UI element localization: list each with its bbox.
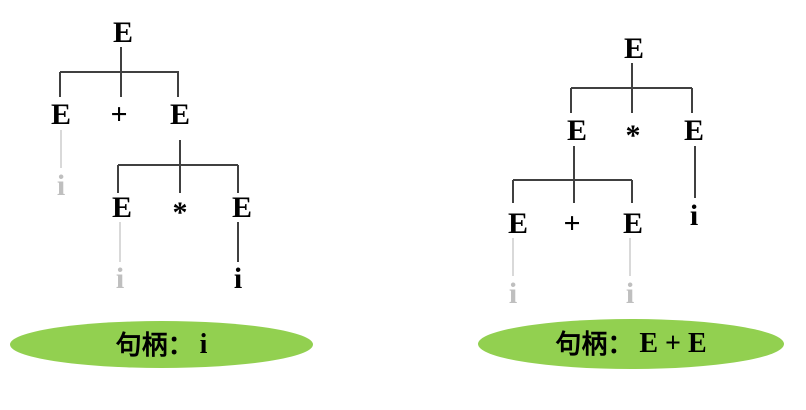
tree-edge xyxy=(571,87,692,89)
handle-label: 句柄： xyxy=(555,329,634,359)
tree-edge xyxy=(117,165,119,193)
right-l2-node-E: E xyxy=(683,114,705,147)
left-l2-op-plus: + xyxy=(110,98,128,131)
right-l2-op-star: * xyxy=(625,119,641,152)
tree-edge xyxy=(59,72,61,97)
tree-edge xyxy=(512,180,514,203)
tree-edge xyxy=(570,88,572,113)
leaf-i: i xyxy=(689,199,699,232)
handle-ellipse-left: 句柄： i xyxy=(10,321,313,368)
handle-ellipse-right: 句柄： E + E xyxy=(478,319,784,369)
tree-edge-muted xyxy=(119,222,121,262)
leaf-i-muted: i xyxy=(56,169,66,202)
tree-edge xyxy=(118,164,238,166)
tree-edge xyxy=(631,180,633,203)
tree-edge-muted xyxy=(60,130,62,168)
tree-edge xyxy=(513,179,632,181)
right-l3-node-E: E xyxy=(622,207,644,240)
left-l3-op-star: * xyxy=(172,196,188,229)
tree-edge xyxy=(694,146,696,198)
tree-edge xyxy=(237,222,239,262)
left-root-node-E: E xyxy=(112,16,134,49)
left-l3-node-E: E xyxy=(111,191,133,224)
left-l2-node-E: E xyxy=(169,98,191,131)
leaf-i-muted: i xyxy=(508,277,518,310)
right-root-node-E: E xyxy=(623,32,645,65)
tree-edge-muted xyxy=(629,238,631,276)
handle-label: 句柄： xyxy=(115,329,194,360)
leaf-i: i xyxy=(233,262,243,295)
tree-edge xyxy=(237,165,239,193)
right-l2-node-E: E xyxy=(566,114,588,147)
handle-value: i xyxy=(199,328,208,360)
leaf-i-muted: i xyxy=(115,262,125,295)
tree-edge xyxy=(177,72,179,97)
tree-edge-muted xyxy=(512,238,514,276)
handle-value: E + E xyxy=(639,328,707,359)
left-l2-node-E: E xyxy=(50,98,72,131)
left-l3-node-E: E xyxy=(231,191,253,224)
tree-edge xyxy=(573,146,575,203)
tree-edge xyxy=(60,71,179,73)
right-l3-node-E: E xyxy=(507,207,529,240)
right-l3-op-plus: + xyxy=(563,207,581,240)
leaf-i-muted: i xyxy=(625,277,635,310)
tree-edge xyxy=(179,140,181,193)
tree-edge xyxy=(691,88,693,113)
